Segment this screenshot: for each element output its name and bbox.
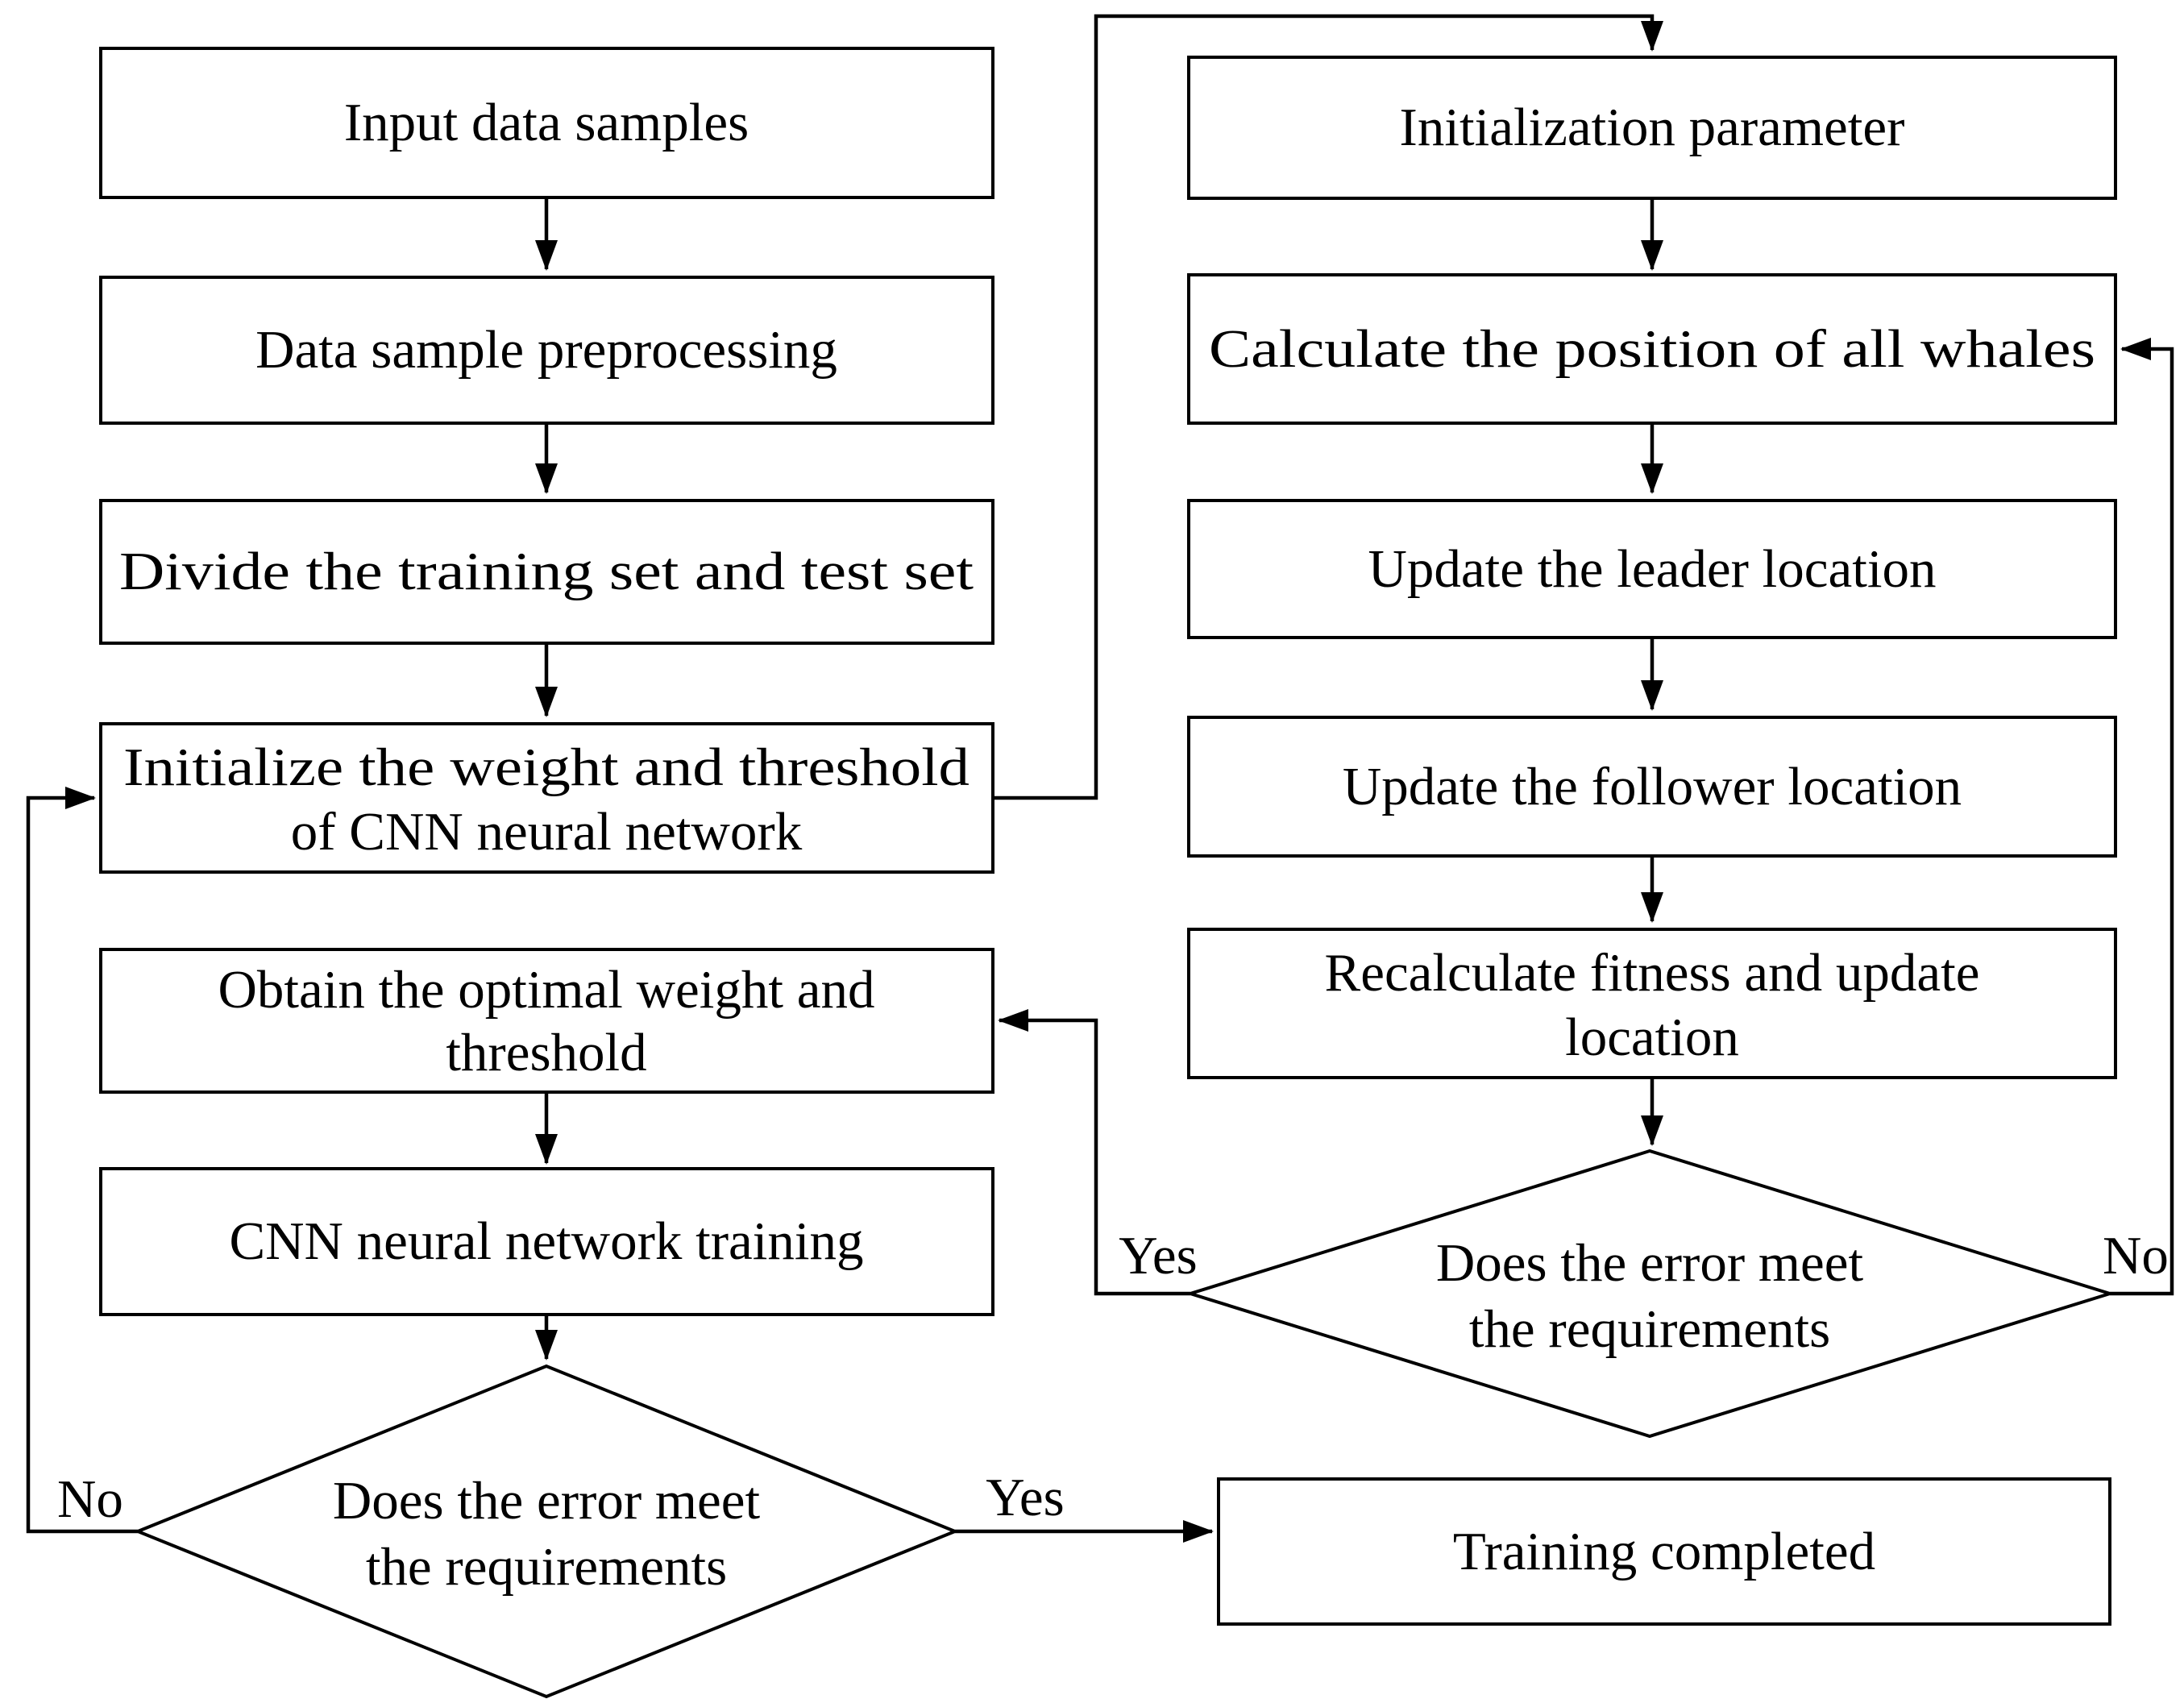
node-initialize-weight-threshold: Initialize the weight and threshold of C… — [99, 722, 994, 874]
node-obtain-optimal-weight: Obtain the optimal weight and threshold — [99, 948, 994, 1094]
node-training-completed: Training completed — [1217, 1477, 2111, 1626]
input-data-samples-box — [99, 47, 994, 199]
divide-train-test-label: Divide the training set and test set — [119, 542, 974, 601]
node-update-leader-location: Update the leader location — [1187, 499, 2117, 639]
training-completed-label: Training completed — [1453, 1522, 1875, 1581]
initialize-weight-threshold-label-line1: Initialize the weight and threshold — [123, 737, 970, 797]
edge-right-decision-yes — [998, 1009, 1190, 1296]
left-decision-yes-label: Yes — [986, 1468, 1065, 1527]
node-update-follower-location: Update the follower location — [1187, 716, 2117, 858]
calculate-whale-positions-box — [1187, 273, 2117, 425]
update-follower-location-label: Update the follower location — [1343, 757, 1962, 816]
cnn-network-training-label: CNN neural network training — [229, 1211, 863, 1271]
right-decision-label-line2: the requirements — [1469, 1299, 1830, 1359]
initialization-parameter-box — [1187, 56, 2117, 200]
node-recalculate-fitness: Recalculate fitness and update location — [1187, 928, 2117, 1079]
right-decision-no-label: No — [2103, 1226, 2169, 1286]
recalculate-fitness-label-line1: Recalculate fitness and update — [1325, 943, 1980, 1003]
node-left-decision: Does the error meet the requirements — [133, 1364, 960, 1699]
input-data-samples-label: Input data samples — [344, 93, 749, 152]
left-decision-no-label: No — [57, 1469, 123, 1529]
edge-initialize-to-init-param — [993, 14, 1663, 800]
initialize-weight-threshold-label-line2: of CNN neural network — [291, 802, 803, 862]
initialize-weight-threshold-box — [99, 722, 994, 874]
initialization-parameter-label: Initialization parameter — [1400, 98, 1905, 157]
right-decision-diamond — [1185, 1149, 2115, 1439]
training-completed-box — [1217, 1477, 2111, 1626]
divide-train-test-box — [99, 499, 994, 645]
node-cnn-network-training: CNN neural network training — [99, 1167, 994, 1316]
node-input-data-samples: Input data samples — [99, 47, 994, 199]
data-sample-preprocessing-box — [99, 276, 994, 425]
calculate-whale-positions-label: Calculate the position of all whales — [1209, 319, 2095, 379]
recalculate-fitness-box — [1187, 928, 2117, 1079]
left-decision-label-line2: the requirements — [366, 1537, 727, 1597]
edge-left-decision-no-loop — [26, 787, 138, 1534]
update-follower-location-box — [1187, 716, 2117, 858]
obtain-optimal-weight-label-line1: Obtain the optimal weight and — [218, 960, 875, 1020]
node-divide-train-test: Divide the training set and test set — [99, 499, 994, 645]
left-decision-label-line1: Does the error meet — [333, 1471, 761, 1531]
right-decision-yes-label: Yes — [1119, 1226, 1198, 1286]
update-leader-location-label: Update the leader location — [1368, 539, 1936, 599]
left-decision-diamond — [133, 1364, 960, 1699]
update-leader-location-box — [1187, 499, 2117, 639]
node-calculate-whale-positions: Calculate the position of all whales — [1187, 273, 2117, 425]
node-initialization-parameter: Initialization parameter — [1187, 56, 2117, 200]
obtain-optimal-weight-label-line2: threshold — [446, 1023, 646, 1082]
data-sample-preprocessing-label: Data sample preprocessing — [255, 320, 837, 380]
edge-right-decision-no-loop — [2110, 338, 2174, 1296]
recalculate-fitness-label-line2: location — [1565, 1007, 1739, 1067]
right-decision-label-line1: Does the error meet — [1436, 1233, 1864, 1293]
cnn-network-training-box — [99, 1167, 994, 1316]
node-right-decision: Does the error meet the requirements — [1185, 1149, 2115, 1439]
node-data-sample-preprocessing: Data sample preprocessing — [99, 276, 994, 425]
